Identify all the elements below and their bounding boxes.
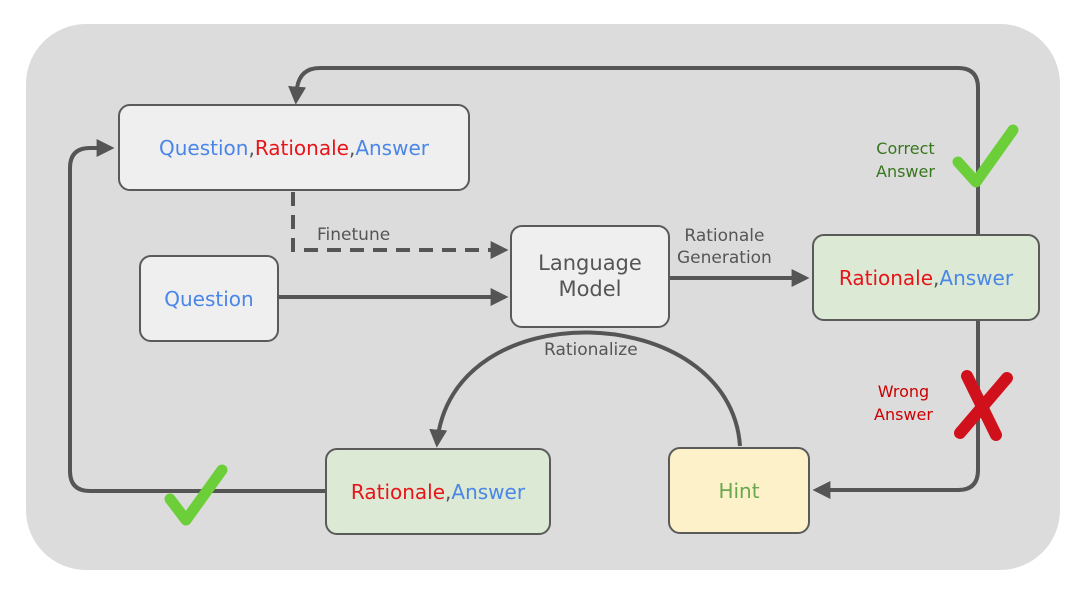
rationale-generation-label: Rationale Generation <box>677 225 772 269</box>
rationale-generation-line1: Rationale <box>684 226 765 246</box>
qra-separator: , <box>348 135 356 160</box>
question-text: Question <box>164 286 254 311</box>
qra-separator: , <box>248 135 255 160</box>
language-model-line2: Model <box>558 276 622 301</box>
arrow-finetune <box>291 192 509 259</box>
qra-rationale-text: Rationale <box>254 135 349 160</box>
output-separator: , <box>933 265 940 290</box>
output-answer-text: Answer <box>939 265 1014 290</box>
language-model-box: Language Model <box>510 225 670 328</box>
qra-question-text: Question <box>159 135 249 160</box>
arrow-correct-loop <box>288 66 980 234</box>
check-mark-icon <box>952 124 1019 188</box>
finetune-label: Finetune <box>317 225 391 245</box>
wrong-label-line1: Wrong <box>877 382 930 401</box>
arrow-rationalize <box>429 330 742 448</box>
arrow-feedback-loop <box>68 139 326 493</box>
hint-text: Hint <box>718 478 760 503</box>
question-box: Question <box>139 255 279 342</box>
language-model-line1: Language <box>538 251 642 276</box>
rationalize-label: Rationalize <box>544 340 638 360</box>
correct-label-line2: Answer <box>876 162 935 182</box>
check-mark-icon <box>164 464 228 526</box>
arrow-wrong-to-hint <box>812 320 980 499</box>
rationalized-answer-box: Rationale, Answer <box>325 448 551 535</box>
wrong-answer-label: Wrong Answer <box>874 380 933 426</box>
output-rationale-text: Rationale <box>838 265 934 290</box>
question-rationale-answer-box: Question, Rationale, Answer <box>118 104 470 191</box>
correct-answer-label: Correct Answer <box>876 137 935 183</box>
wrong-label-line2: Answer <box>874 405 933 425</box>
rationalized-answer-text: Answer <box>451 479 526 504</box>
hint-box: Hint <box>668 447 810 534</box>
correct-label-line1: Correct <box>876 139 935 158</box>
cross-mark-icon <box>954 370 1013 441</box>
qra-answer-text: Answer <box>355 135 429 160</box>
rationalized-separator: , <box>445 479 452 504</box>
rationale-generation-line2: Generation <box>677 248 772 269</box>
rationalized-rationale-text: Rationale <box>350 479 446 504</box>
rationale-answer-output-box: Rationale, Answer <box>812 234 1040 321</box>
